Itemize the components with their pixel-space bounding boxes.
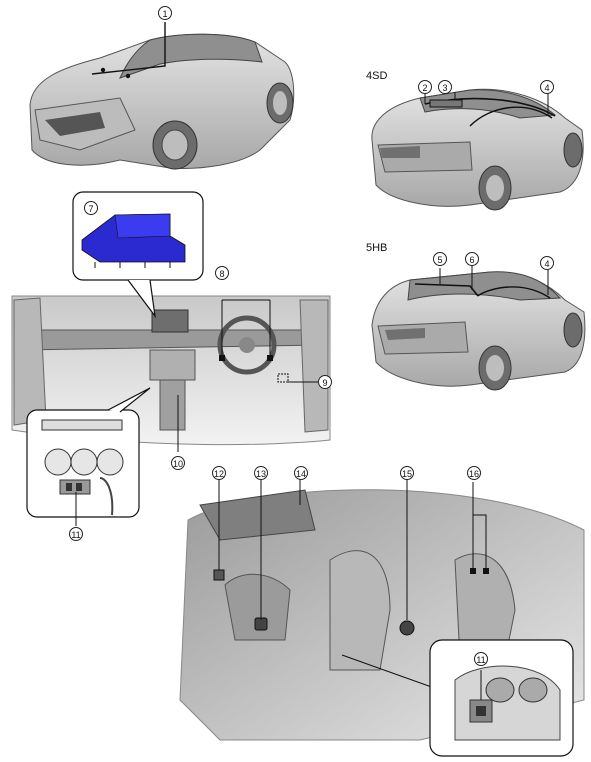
front-car-illustration	[29, 22, 295, 170]
zoom-bubble-amplifier	[72, 191, 204, 319]
callout-9: 9	[318, 375, 332, 389]
callout-2: 2	[418, 80, 432, 94]
sedan-variant-label: 4SD	[366, 70, 388, 82]
zoom-bubble-console	[26, 387, 151, 526]
callout-5: 5	[433, 252, 447, 266]
callout-12: 12	[212, 466, 226, 480]
callout-6: 6	[465, 252, 479, 266]
dashboard-illustration	[11, 295, 331, 452]
callout-4-sedan: 4	[540, 80, 554, 94]
hatchback-variant-label: 5HB	[366, 242, 388, 254]
callout-15: 15	[400, 466, 414, 480]
zoom-bubble-rear-console	[429, 639, 574, 757]
callout-14: 14	[294, 466, 308, 480]
callout-4-hatchback: 4	[540, 256, 554, 270]
hatchback-rear-illustration	[371, 266, 586, 391]
callout-1: 1	[158, 6, 172, 20]
callout-11-dash: 11	[69, 527, 83, 541]
sedan-rear-illustration	[371, 88, 584, 211]
callout-3: 3	[438, 80, 452, 94]
callout-7: 7	[84, 201, 98, 215]
callout-16: 16	[467, 466, 481, 480]
callout-11-rear: 11	[474, 652, 488, 666]
callout-8: 8	[215, 266, 229, 280]
callout-13: 13	[254, 466, 268, 480]
callout-10: 10	[171, 456, 185, 470]
